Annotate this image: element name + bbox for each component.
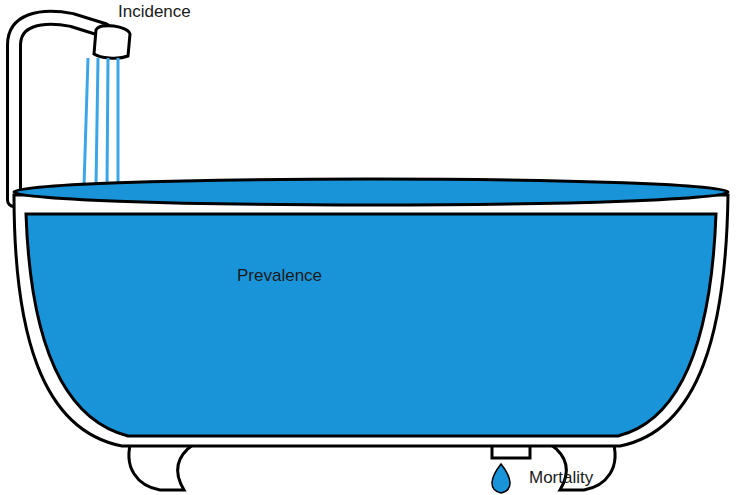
faucet-spout: [94, 26, 130, 59]
water-surface: [14, 179, 728, 205]
faucet-pipe: [14, 18, 104, 200]
water-drop: [492, 464, 510, 493]
tub-body: [14, 195, 728, 446]
text-label: Mortality: [529, 468, 593, 488]
text-label: Prevalence: [237, 266, 322, 286]
water-stream: [84, 58, 118, 186]
faucet-pipe-fill: [14, 18, 104, 200]
text-label: Incidence: [118, 2, 191, 22]
water-body: [26, 214, 716, 436]
